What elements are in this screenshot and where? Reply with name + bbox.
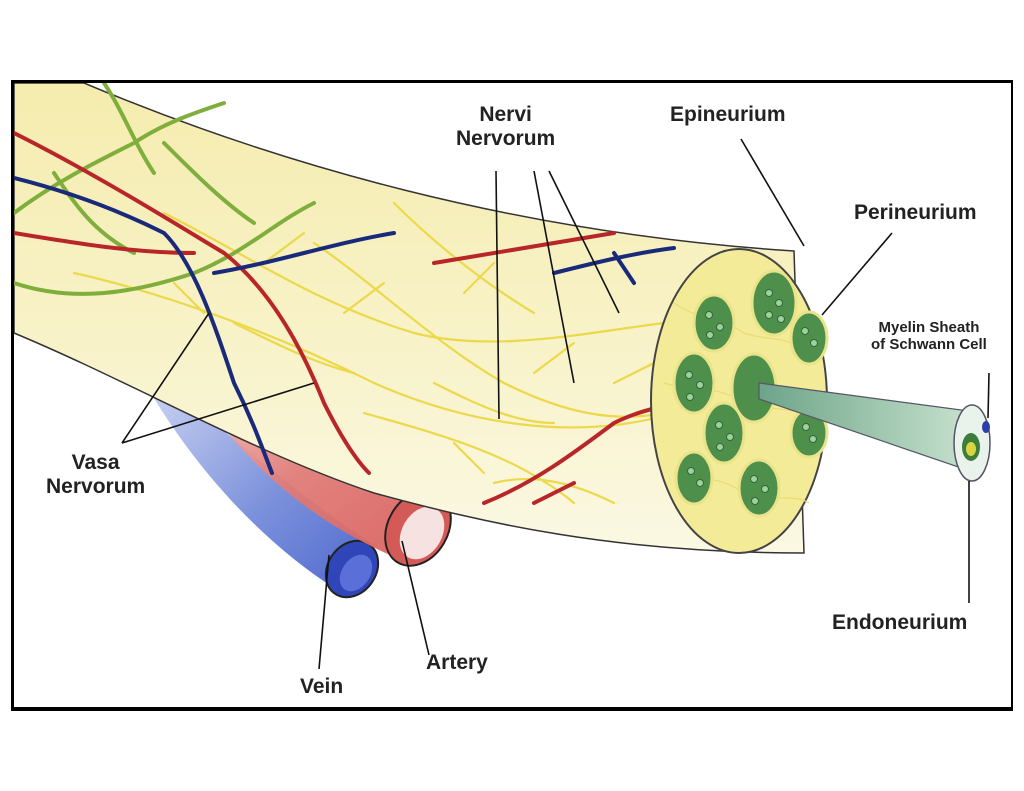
nerve-anatomy-illustration bbox=[14, 83, 991, 670]
label-myelin-line1: Myelin Sheath bbox=[878, 319, 980, 336]
label-perineurium: Perineurium bbox=[854, 201, 977, 224]
diagram-frame: Nervi Nervorum Epineurium Perineurium My… bbox=[11, 80, 1013, 711]
fascicles bbox=[672, 269, 829, 518]
label-myelin-line2: of Schwann Cell bbox=[871, 336, 987, 354]
leader-lines bbox=[121, 138, 990, 670]
label-artery: Artery bbox=[426, 651, 488, 674]
label-vasa-line2: Nervorum bbox=[46, 475, 146, 499]
nervi-nervorum-branches bbox=[72, 201, 676, 505]
label-vasa-line1: Vasa bbox=[71, 451, 120, 474]
nerve-trunk bbox=[14, 83, 805, 554]
label-epineurium: Epineurium bbox=[670, 103, 786, 126]
label-endoneurium: Endoneurium bbox=[832, 611, 968, 634]
label-nervi-nervorum: Nervi Nervorum bbox=[456, 103, 555, 151]
axon-extract bbox=[758, 382, 991, 482]
label-myelin-sheath: Myelin Sheath of Schwann Cell bbox=[871, 319, 987, 354]
label-nervi-line2: Nervorum bbox=[456, 127, 556, 151]
label-nervi-line1: Nervi bbox=[479, 103, 532, 126]
blue-venous-branches bbox=[14, 176, 676, 475]
red-arterial-branches bbox=[14, 131, 671, 505]
green-vessels bbox=[14, 83, 316, 296]
label-vein: Vein bbox=[300, 675, 344, 698]
myelin-sheath-mark bbox=[982, 421, 990, 433]
nerve-cross-section bbox=[650, 248, 829, 554]
label-vasa-nervorum: Vasa Nervorum bbox=[46, 451, 145, 499]
